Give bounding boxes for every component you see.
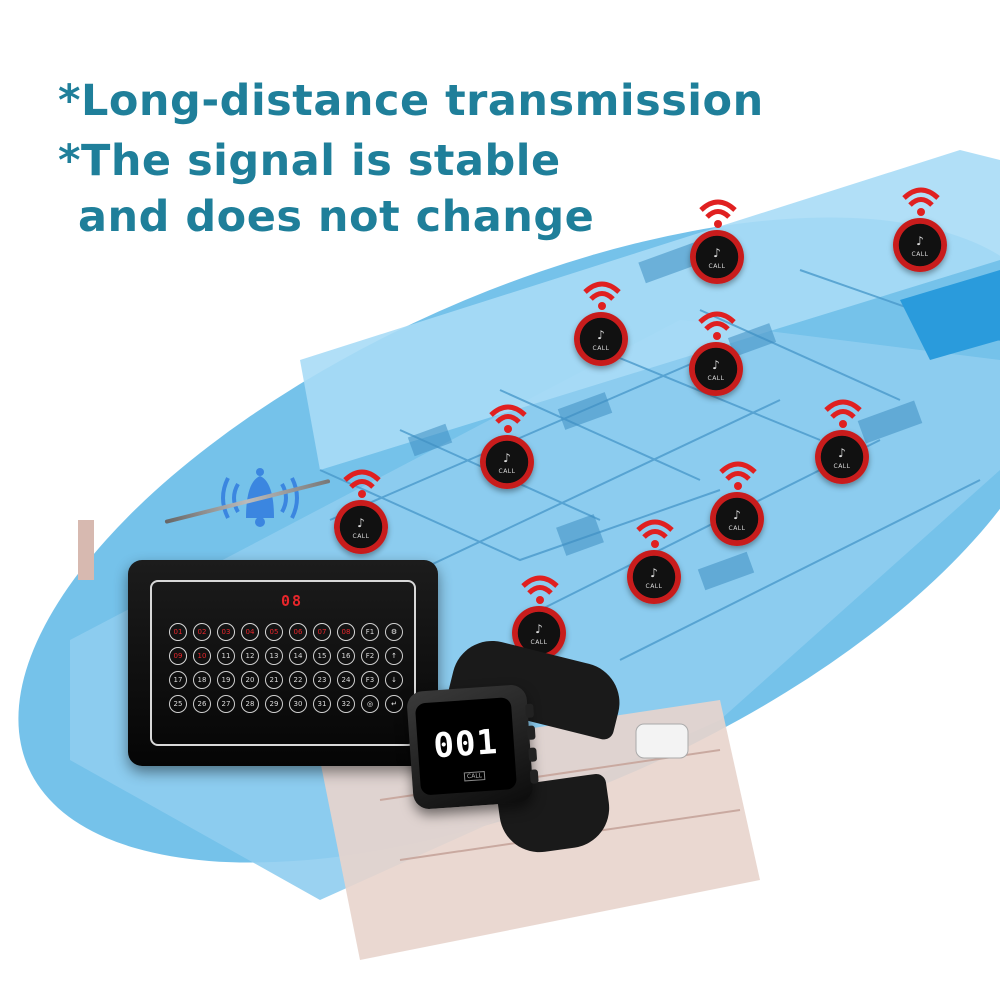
receiver-key-up-icon[interactable]: ↑ (385, 647, 403, 665)
bell-icon: ♪ (713, 245, 721, 260)
receiver-key-23[interactable]: 23 (313, 671, 331, 689)
call-button-label: CALL (728, 525, 746, 533)
watch-side-button[interactable] (528, 747, 538, 762)
call-button[interactable]: ♪ CALL (815, 430, 869, 484)
bell-icon: ♪ (916, 233, 924, 248)
wifi-signal-icon (824, 399, 862, 428)
headline-line-2: *The signal is stable (58, 136, 561, 186)
bell-icon: ♪ (650, 565, 658, 580)
call-button-label: CALL (833, 463, 851, 471)
call-button-label: CALL (645, 583, 663, 591)
pager-watch: 001 CALL (406, 683, 539, 811)
receiver-key-14[interactable]: 14 (289, 647, 307, 665)
watch-side-button[interactable] (525, 703, 535, 719)
call-button-label: CALL (498, 468, 516, 476)
bell-icon: ♪ (733, 507, 741, 522)
receiver-key-08[interactable]: 08 (337, 623, 355, 641)
back-wall (300, 150, 1000, 470)
receiver-key-05[interactable]: 05 (265, 623, 283, 641)
receiver-key-16[interactable]: 16 (337, 647, 355, 665)
headline-line-1: *Long-distance transmission (58, 76, 764, 126)
call-button[interactable]: ♪ CALL (893, 218, 947, 272)
bell-icon: ♪ (535, 621, 543, 636)
call-button[interactable]: ♪ CALL (690, 230, 744, 284)
receiver-key-07[interactable]: 07 (313, 623, 331, 641)
receiver-key-24[interactable]: 24 (337, 671, 355, 689)
receiver-key-04[interactable]: 04 (241, 623, 259, 641)
bell-icon: ♪ (597, 327, 605, 342)
call-button[interactable]: ♪ CALL (480, 435, 534, 489)
call-button[interactable]: ♪ CALL (627, 550, 681, 604)
receiver-keypad: 01 02 03 04 05 06 07 08 F1 ⚙ 09 10 11 12 13 14 15 16 F2 ↑ 17… (166, 620, 406, 716)
watch-side-button[interactable] (529, 769, 539, 784)
wifi-signal-icon (343, 469, 381, 498)
receiver-display: 08 (280, 592, 304, 610)
receiver-key-28[interactable]: 28 (241, 695, 259, 713)
wifi-signal-icon (699, 199, 737, 228)
receiver-key-17[interactable]: 17 (169, 671, 187, 689)
watch-display: 001 (432, 722, 500, 767)
wifi-signal-icon (719, 461, 757, 490)
receiver-key-21[interactable]: 21 (265, 671, 283, 689)
receiver-key-down-icon[interactable]: ↓ (385, 671, 403, 689)
receiver-key-26[interactable]: 26 (193, 695, 211, 713)
call-button[interactable]: ♪ CALL (689, 342, 743, 396)
wifi-signal-icon (521, 575, 559, 604)
receiver-key-15[interactable]: 15 (313, 647, 331, 665)
receiver-key-25[interactable]: 25 (169, 695, 187, 713)
receiver-key-22[interactable]: 22 (289, 671, 307, 689)
receiver-key-11[interactable]: 11 (217, 647, 235, 665)
call-button-label: CALL (530, 639, 548, 647)
call-button[interactable]: ♪ CALL (710, 492, 764, 546)
receiver-key-32[interactable]: 32 (337, 695, 355, 713)
call-button-label: CALL (911, 251, 929, 259)
call-button-label: CALL (352, 533, 370, 541)
receiver-key-06[interactable]: 06 (289, 623, 307, 641)
wifi-signal-icon (636, 519, 674, 548)
receiver-key-02[interactable]: 02 (193, 623, 211, 641)
receiver-key-30[interactable]: 30 (289, 695, 307, 713)
receiver-key-13[interactable]: 13 (265, 647, 283, 665)
wifi-signal-icon (902, 187, 940, 216)
receiver-key-09[interactable]: 09 (169, 647, 187, 665)
receiver-key-29[interactable]: 29 (265, 695, 283, 713)
receiver-key-back-icon[interactable]: ↵ (385, 695, 403, 713)
wifi-signal-icon (583, 281, 621, 310)
call-button-label: CALL (592, 345, 610, 353)
receiver-key-18[interactable]: 18 (193, 671, 211, 689)
pool (900, 270, 1000, 360)
wifi-signal-icon (489, 404, 527, 433)
bell-icon: ♪ (503, 450, 511, 465)
receiver-key-31[interactable]: 31 (313, 695, 331, 713)
bell-icon: ♪ (357, 515, 365, 530)
car (635, 723, 689, 759)
bell-icon: ♪ (838, 445, 846, 460)
call-button-label: CALL (708, 263, 726, 271)
watch-label: CALL (463, 771, 486, 782)
headline-line-3: and does not change (78, 192, 595, 242)
bell-icon: ♪ (712, 357, 720, 372)
call-button[interactable]: ♪ CALL (574, 312, 628, 366)
receiver-key-27[interactable]: 27 (217, 695, 235, 713)
receiver-key-gear-icon[interactable]: ⚙ (385, 623, 403, 641)
wifi-signal-icon (698, 311, 736, 340)
receiver-key-12[interactable]: 12 (241, 647, 259, 665)
receiver-key-20[interactable]: 20 (241, 671, 259, 689)
receiver-key-01[interactable]: 01 (169, 623, 187, 641)
watch-screen: 001 CALL (414, 697, 518, 796)
receiver-key-F3[interactable]: F3 (361, 671, 379, 689)
receiver-key-antenna-icon[interactable]: ◎ (361, 695, 379, 713)
receiver-key-F2[interactable]: F2 (361, 647, 379, 665)
call-button[interactable]: ♪ CALL (334, 500, 388, 554)
receiver-key-19[interactable]: 19 (217, 671, 235, 689)
receiver-key-10[interactable]: 10 (193, 647, 211, 665)
receiver-key-F1[interactable]: F1 (361, 623, 379, 641)
receiver-key-03[interactable]: 03 (217, 623, 235, 641)
watch-side-button[interactable] (526, 725, 536, 740)
call-button-label: CALL (707, 375, 725, 383)
